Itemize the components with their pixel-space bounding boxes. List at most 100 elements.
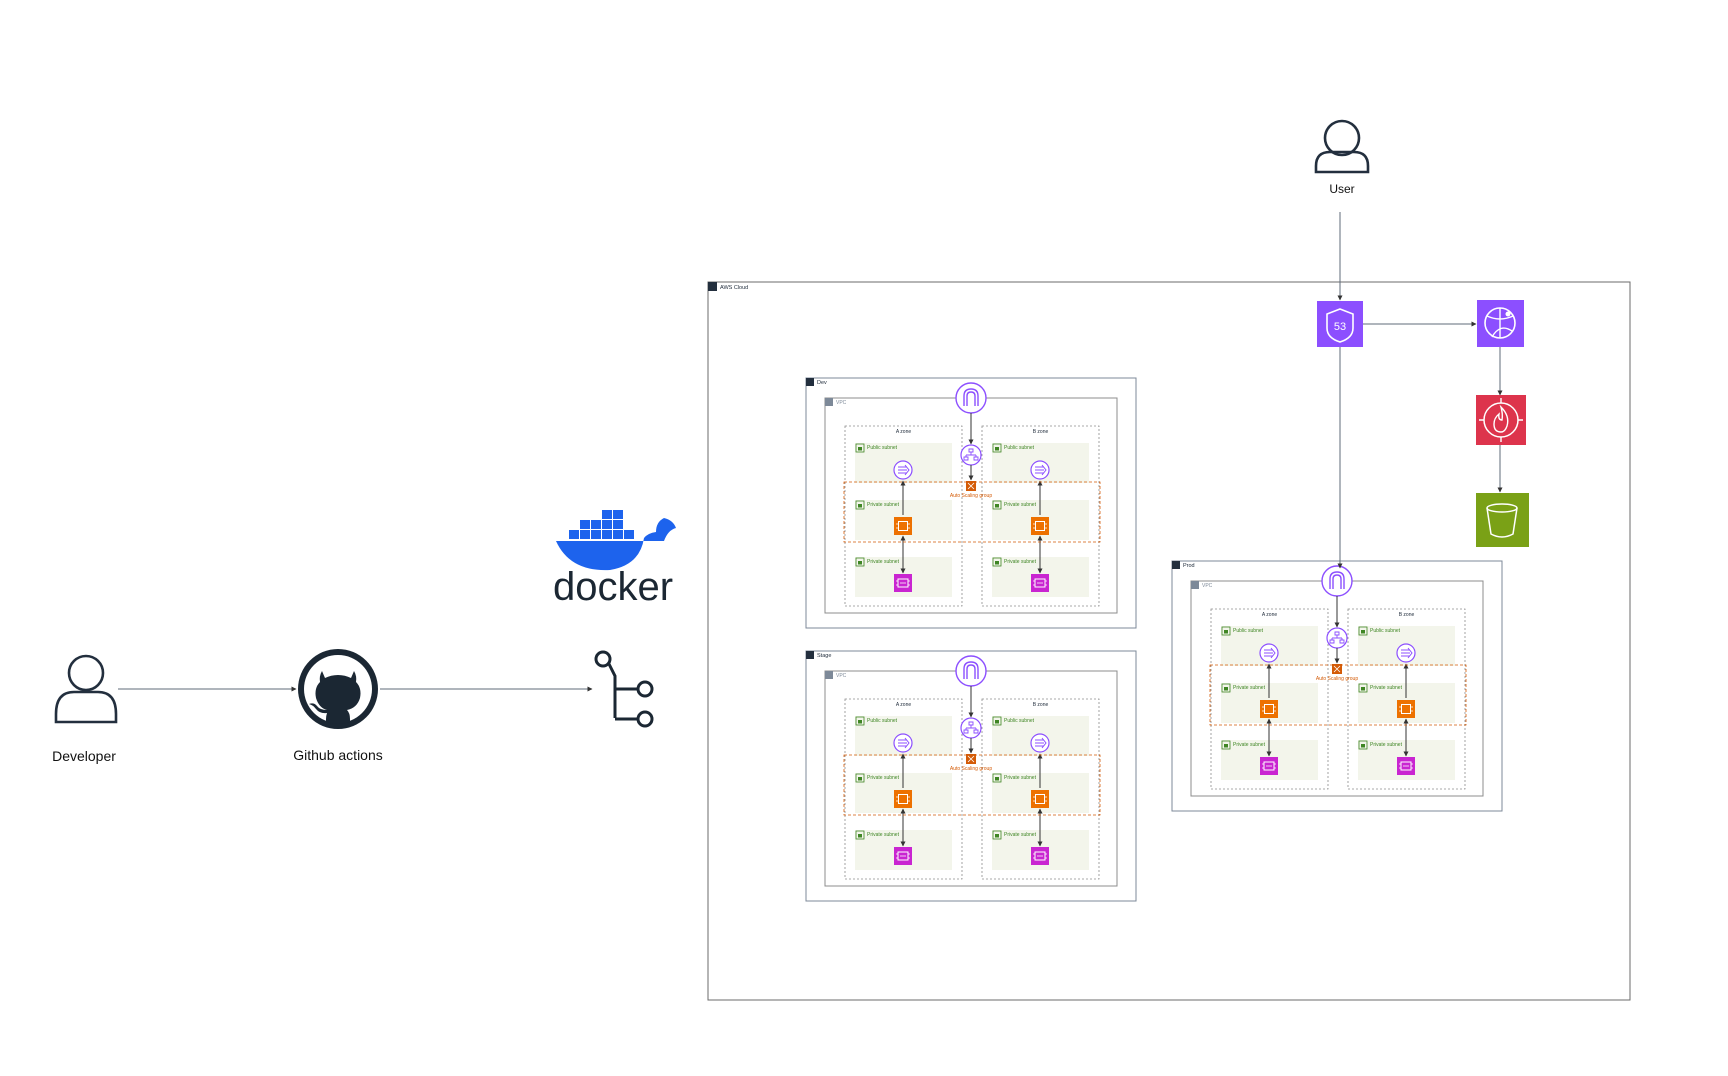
aws-cloud-label: AWS Cloud (720, 285, 748, 291)
aws-cloud-group: AWS Cloud (707, 281, 1631, 1001)
account-icon (806, 651, 814, 659)
subnet-icon-lock (1361, 744, 1365, 748)
subnet-icon-lock (995, 561, 999, 565)
rds-icon-lines (896, 580, 910, 586)
vpc-icon (1191, 581, 1199, 589)
elb-glyph (1329, 631, 1345, 644)
developer-actor[interactable]: Developer (52, 654, 118, 764)
subnet-icon-lock (995, 720, 999, 724)
waf-icon[interactable] (1476, 395, 1526, 445)
private-subnet-db-label: Private subnet (867, 832, 900, 838)
asg-icon-glyph (1333, 665, 1341, 673)
auto-scaling-group-label: Auto Scaling group (950, 493, 992, 499)
ec2-instance-icon[interactable] (1031, 517, 1049, 535)
ec2-icon-chip (1035, 521, 1045, 531)
subnet-lock-icon (992, 500, 1002, 510)
load-balancer-icon[interactable] (960, 444, 982, 466)
ec2-icon-chip (1401, 704, 1411, 714)
ec2-icon-bg (1031, 517, 1049, 535)
rds-icon-frame (1034, 578, 1046, 588)
subnet-icon-frame (1221, 740, 1231, 750)
private-subnet-app-label: Private subnet (867, 502, 900, 508)
ec2-instance-icon[interactable] (894, 790, 912, 808)
internet-gateway-icon[interactable] (955, 382, 987, 414)
ec2-instance-icon[interactable] (1260, 700, 1278, 718)
subnet-lock-icon (855, 830, 865, 840)
zone-a-label: A zone (896, 429, 912, 435)
ec2-instance-icon[interactable] (1031, 790, 1049, 808)
rds-icon-lines (1399, 763, 1413, 769)
s3-bucket-icon[interactable] (1476, 493, 1529, 547)
nat-gateway-icon[interactable] (893, 460, 913, 480)
private-subnet-app-label: Private subnet (1370, 685, 1403, 691)
zone-b-frame (981, 698, 1100, 880)
subnet-icon-lock (1361, 630, 1365, 634)
cloudfront-icon[interactable] (1477, 300, 1524, 347)
user-icon (54, 654, 118, 724)
rds-icon-lines (1033, 853, 1047, 859)
igw-arch (1329, 571, 1345, 589)
subnet-icon-lock (995, 504, 999, 508)
user-actor[interactable]: User (1314, 119, 1370, 196)
vpc-label: VPC (836, 400, 847, 406)
subnet-lock-icon (855, 716, 865, 726)
private-subnet-app-label: Private subnet (1004, 502, 1037, 508)
subnet-lock-icon (992, 443, 1002, 453)
nat-gateway-icon[interactable] (1259, 643, 1279, 663)
nat-gateway-icon[interactable] (1030, 733, 1050, 753)
nat-gateway-icon[interactable] (893, 733, 913, 753)
nat-gateway-icon[interactable] (1030, 460, 1050, 480)
public-subnet-label: Public subnet (1233, 628, 1264, 634)
docker-logo: docker (553, 510, 676, 609)
subnet-icon-lock (858, 834, 862, 838)
subnet-icon-lock (1224, 744, 1228, 748)
rds-instance-icon[interactable] (1397, 757, 1415, 775)
subnet-icon-lock (858, 561, 862, 565)
zone-a-frame (1210, 608, 1329, 790)
subnet-icon-frame (992, 557, 1002, 567)
subnet-lock-icon (992, 557, 1002, 567)
subnet-lock-icon (1221, 683, 1231, 693)
ec2-instance-icon[interactable] (1397, 700, 1415, 718)
rds-icon-frame (1263, 761, 1275, 771)
account-icon (806, 378, 814, 386)
subnet-lock-icon (1221, 740, 1231, 750)
ec2-icon-bg (894, 517, 912, 535)
subnet-lock-icon (855, 773, 865, 783)
ec2-icon-chip (1264, 704, 1274, 714)
nat-gateway-icon[interactable] (1396, 643, 1416, 663)
rds-instance-icon[interactable] (894, 574, 912, 592)
rds-instance-icon[interactable] (1031, 574, 1049, 592)
subnet-icon-lock (995, 447, 999, 451)
internet-gateway-icon[interactable] (955, 655, 987, 687)
zone-b-frame (981, 425, 1100, 607)
asg-icon-glyph (967, 482, 975, 490)
subnet-icon-lock (858, 720, 862, 724)
private-subnet-db-label: Private subnet (1004, 832, 1037, 838)
subnet-icon-frame (1358, 740, 1368, 750)
load-balancer-icon[interactable] (960, 717, 982, 739)
github-actions-actor[interactable]: Github actions (293, 649, 383, 763)
elb-glyph (963, 448, 979, 461)
zone-a-label: A zone (1262, 612, 1278, 618)
zone-b-label: B zone (1033, 429, 1049, 435)
route53-icon[interactable]: 53 (1317, 301, 1363, 347)
auto-scaling-icon (966, 754, 976, 764)
auto-scaling-group-label: Auto Scaling group (1316, 676, 1358, 682)
rds-instance-icon[interactable] (1031, 847, 1049, 865)
public-subnet-label: Public subnet (1370, 628, 1401, 634)
github-label: Github actions (293, 747, 383, 763)
igw-ring (955, 655, 987, 687)
subnet-icon-frame (992, 443, 1002, 453)
user-label: User (1329, 182, 1354, 196)
subnet-lock-icon (992, 773, 1002, 783)
load-balancer-icon[interactable] (1326, 627, 1348, 649)
subnet-icon-frame (855, 773, 865, 783)
rds-instance-icon[interactable] (1260, 757, 1278, 775)
rds-instance-icon[interactable] (894, 847, 912, 865)
public-subnet-label: Public subnet (867, 718, 898, 724)
ec2-instance-icon[interactable] (894, 517, 912, 535)
internet-gateway-icon[interactable] (1321, 565, 1353, 597)
